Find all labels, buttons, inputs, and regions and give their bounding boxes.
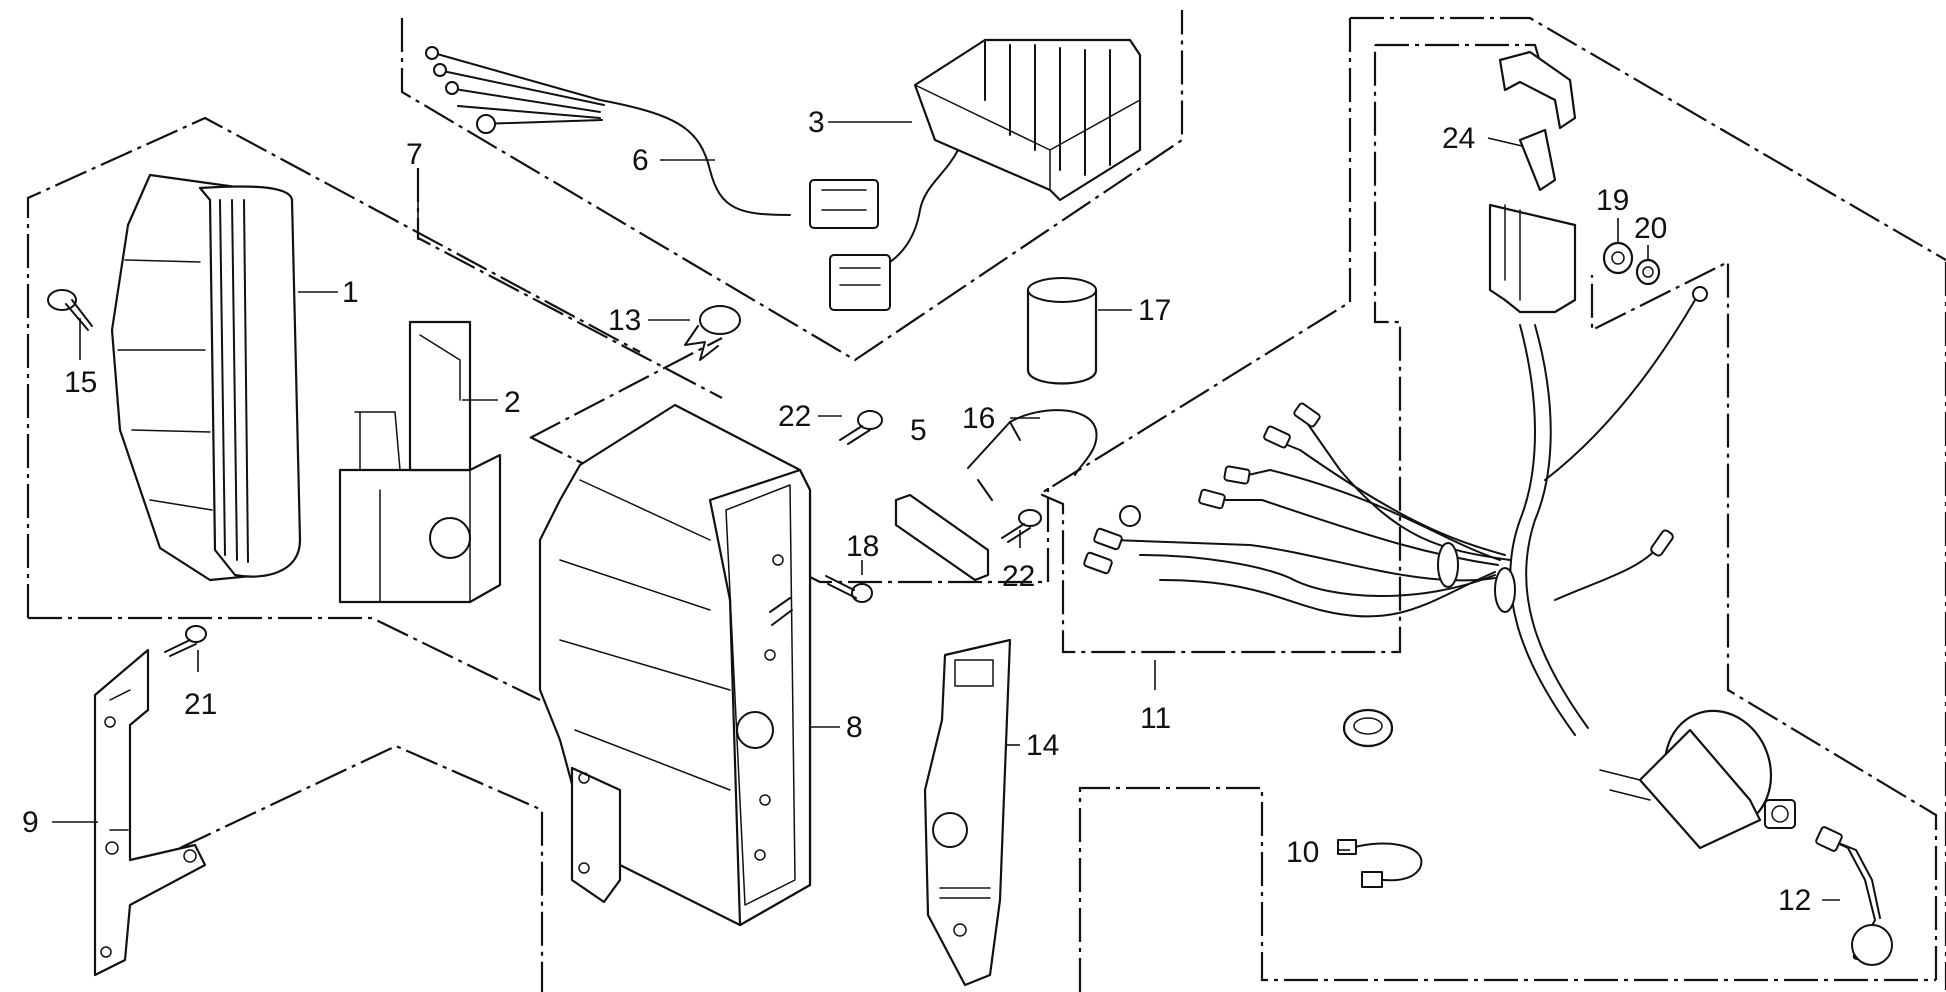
label-part-12: 12 [1778, 884, 1811, 917]
boundary-left-bottom [28, 616, 541, 701]
grommet [1342, 708, 1394, 748]
label-part-3: 3 [808, 106, 825, 139]
label-part-11: 11 [1140, 702, 1171, 735]
part-5-plate [894, 493, 990, 582]
label-part-10: 10 [1286, 836, 1319, 869]
boundary-harness-inner [1375, 43, 1542, 63]
part-6-harness [425, 46, 879, 229]
boundary-part7-lower [529, 337, 723, 439]
part-2-fuse-box [338, 320, 502, 604]
part-1-cover [110, 173, 302, 582]
part-11-harness [1083, 203, 1796, 850]
part-9-bracket [93, 648, 207, 977]
part-3-regulator [829, 38, 1142, 311]
label-part-16: 16 [962, 402, 995, 435]
leader-lines [52, 121, 1840, 901]
label-part-5: 5 [910, 414, 927, 447]
label-part-7: 7 [406, 138, 423, 171]
clip-parts [684, 305, 1423, 888]
label-part-9: 9 [22, 806, 39, 839]
boundary-harness-left [1037, 18, 1402, 654]
label-part-18: 18 [846, 530, 879, 563]
label-part-13: 13 [608, 304, 641, 337]
part-14-plate [923, 638, 1012, 987]
label-part-17: 17 [1138, 294, 1171, 327]
label-part-19: 19 [1596, 184, 1629, 217]
boundary-right-edge [1590, 260, 1938, 980]
label-part-1: 1 [342, 276, 359, 309]
label-part-14: 14 [1026, 729, 1059, 762]
boundary-key-box [1078, 786, 1936, 992]
part-17-tube [1026, 277, 1098, 385]
label-part-15: 15 [64, 366, 97, 399]
part-12-key [1815, 826, 1893, 966]
boundary-bracket-box [179, 744, 544, 992]
label-part-24: 24 [1442, 122, 1475, 155]
label-part-22-upper: 22 [778, 400, 811, 433]
label-part-2: 2 [504, 386, 521, 419]
label-part-6: 6 [632, 144, 649, 177]
label-part-22-lower: 22 [1002, 560, 1035, 593]
boundary-harness-outer [1350, 16, 1946, 261]
label-part-20: 20 [1634, 212, 1667, 245]
boundary-regulator-box [400, 10, 1184, 362]
part-8-control-box [538, 403, 812, 927]
label-part-8: 8 [846, 711, 863, 744]
fuse-parts [1498, 50, 1661, 286]
label-part-21: 21 [184, 688, 217, 721]
screw-parts [47, 289, 1042, 657]
part-labels: 1 2 3 5 6 7 8 9 10 11 12 13 14 15 16 17 … [22, 106, 1811, 917]
boundary-left-box [26, 116, 641, 618]
